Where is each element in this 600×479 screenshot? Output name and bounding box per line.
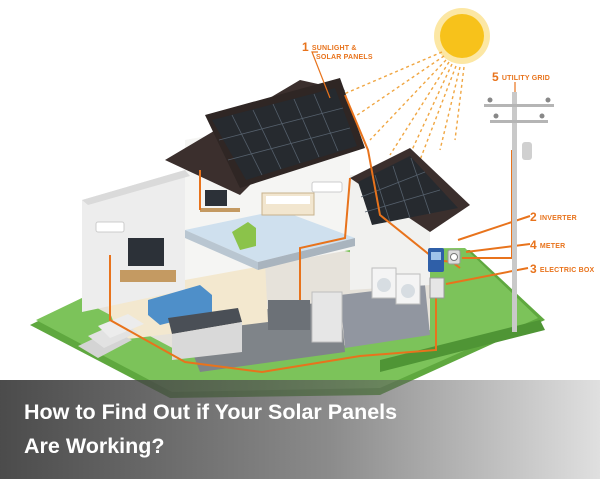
- label-text-line1: SUNLIGHT &: [311, 45, 357, 52]
- electric-box-icon: [429, 277, 445, 299]
- label-text: METER: [539, 243, 566, 250]
- label-leader-lines: [311, 51, 516, 99]
- label-number: 3: [530, 262, 537, 276]
- inverter-icon: [428, 248, 444, 272]
- label-number: 2: [530, 210, 537, 224]
- solar-panel-array-side: [358, 156, 458, 225]
- label-number: 4: [530, 238, 537, 252]
- bedroom-furniture: [200, 181, 343, 250]
- label-text: INVERTER: [539, 215, 577, 222]
- caption-banner: How to Find Out if Your Solar Panels Are…: [0, 380, 600, 479]
- sunlight-rays: [329, 51, 465, 166]
- caption-title-line2: Are Working?: [24, 434, 165, 458]
- utility-pole: [484, 92, 554, 332]
- sun-icon: [434, 8, 490, 64]
- label-number: 5: [492, 70, 499, 84]
- utility-appliances: [371, 267, 421, 305]
- label-number: 1: [302, 40, 309, 54]
- label-text: ELECTRIC BOX: [539, 267, 595, 274]
- label-text: UTILITY GRID: [501, 75, 551, 82]
- caption-title-line1: How to Find Out if Your Solar Panels: [24, 400, 398, 424]
- meter-icon: [447, 249, 461, 265]
- solar-panel-array-main: [212, 88, 357, 180]
- upper-floor: [185, 210, 355, 270]
- kitchen: [168, 291, 343, 360]
- label-text-line2: SOLAR PANELS: [316, 54, 373, 61]
